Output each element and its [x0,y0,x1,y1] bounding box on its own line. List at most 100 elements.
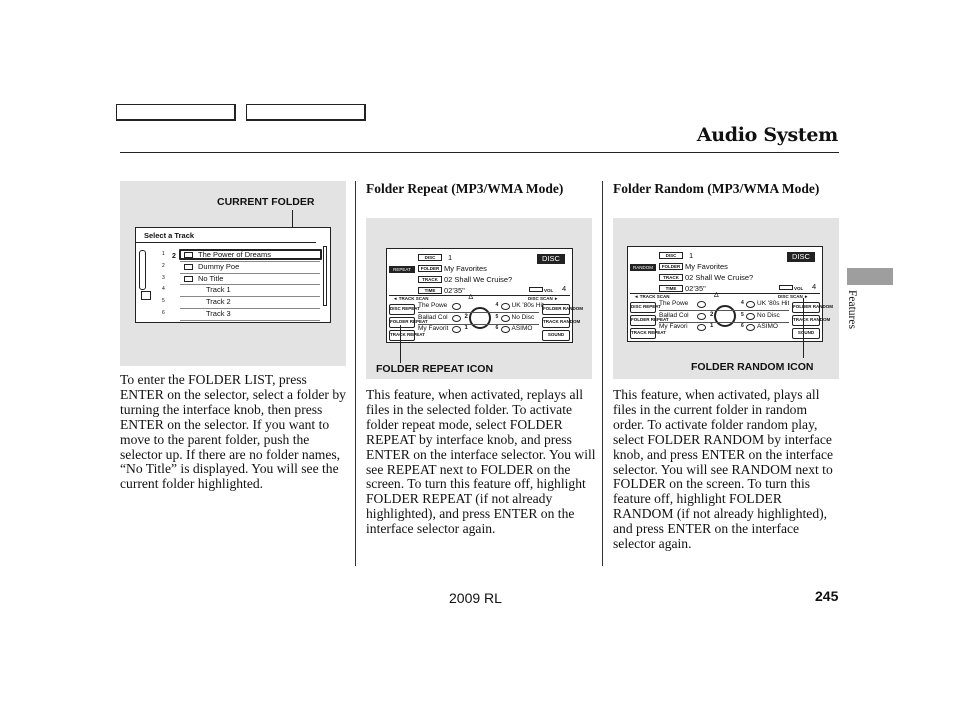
preset-number: 5 [741,311,744,318]
preset-circle [500,326,510,333]
track-row-number: 5 [162,298,165,305]
preset-circle [746,312,755,320]
track-row-label[interactable]: The Power of Dreams [198,250,271,259]
track-row-label[interactable]: Dummy Poe [198,261,240,271]
col2-heading: Folder Repeat (MP3/WMA Mode) [366,181,564,196]
delta-icon: △ [714,292,719,298]
preset-value[interactable]: No Disc [757,311,780,319]
row-divider [180,272,320,274]
preset-name[interactable]: The Powe [659,300,689,307]
preset-value[interactable]: UK '80s Hit [511,302,544,309]
scrollbar[interactable] [323,246,327,306]
page-title: Audio System [696,124,838,146]
right-function-button[interactable]: SOUND [542,330,570,341]
right-function-button[interactable]: TRACK RANDOM [792,315,830,326]
page-number: 245 [815,588,839,604]
track-row-label[interactable]: No Title [198,273,224,283]
folder-name: My Favorites [444,264,487,273]
track-scan: ◄ TRACK SCAN [393,296,429,301]
preset-name[interactable]: Ballad Col [659,311,689,319]
col3-heading: Folder Random (MP3/WMA Mode) [613,181,820,196]
nav-box-left[interactable] [116,104,236,121]
preset-name[interactable]: My Favorit [418,325,449,332]
right-function-button[interactable]: SOUND [792,328,820,339]
preset-circle [697,312,706,320]
delta-icon: △ [468,294,474,300]
track-row-label[interactable]: Track 1 [206,285,231,295]
highlight-row [179,249,322,260]
caption-pointer [803,298,804,358]
grid-line [659,322,789,323]
info-tag: TRACK [659,274,683,281]
track-scan: ◄ TRACK SCAN [634,294,670,299]
row-divider [180,319,320,321]
folder-up-icon [141,291,151,300]
divider [389,295,570,296]
track-row-number: 6 [162,310,165,316]
left-function-button[interactable]: TRACK REPEAT [630,328,666,339]
folder-icon [184,263,193,270]
preset-value[interactable]: ASIMO [511,325,533,332]
header-rule [120,152,839,153]
side-number: 2 [172,253,176,260]
row-divider [180,260,320,262]
left-function-button[interactable]: DISC REPEAT [389,304,420,315]
volume-number: 4 [812,282,817,291]
info-tag: FOLDER [418,265,442,272]
track-row-label[interactable]: Track 3 [206,309,231,318]
time-display: 02'35" [685,284,706,293]
preset-value[interactable]: ASIMO [757,323,778,330]
preset-circle [500,303,510,310]
info-tag: DISC [418,254,442,261]
preset-left-number: 1 [464,325,468,331]
folder-icon [184,275,193,282]
left-function-button[interactable]: TRACK REPEAT [389,330,425,341]
left-function-button[interactable]: FOLDER REPEAT [389,317,428,328]
preset-left-number: 2 [710,311,714,318]
preset-value[interactable]: No Disc [511,313,535,321]
grid-line [659,310,789,311]
volume-label: VOL [544,288,554,293]
left-function-button[interactable]: DISC REPEAT [630,302,661,313]
right-function-button[interactable]: FOLDER RANDOM [542,304,583,315]
col2-body: This feature, when activated, replays al… [366,387,596,537]
disc-scan: DISC SCAN ► [778,294,809,299]
preset-name[interactable]: The Powe [418,302,448,309]
track-row-number: 3 [162,274,165,281]
interface-knob[interactable] [468,307,491,329]
right-function-button[interactable]: FOLDER RANDOM [792,302,833,313]
section-label: Features [846,290,858,329]
preset-number: 6 [495,325,499,331]
info-tag: TIME [659,285,683,292]
screen-rule [136,242,316,243]
footer-model: 2009 RL [449,590,502,606]
preset-name[interactable]: Ballad Col [418,313,448,321]
volume-bar [779,285,793,290]
preset-circle [697,324,706,331]
row-divider [180,308,320,309]
disc-badge: DISC [787,252,815,262]
mode-label: RANDOM [630,264,656,271]
col1-body: To enter the FOLDER LIST, press ENTER on… [120,372,346,492]
nav-box-right[interactable] [246,104,366,121]
interface-knob[interactable] [714,305,736,327]
preset-number: 4 [495,302,499,308]
preset-number: 6 [741,323,744,329]
section-tab[interactable] [847,268,893,285]
track-row-label[interactable]: Track 2 [206,297,231,307]
left-function-button[interactable]: FOLDER REPEAT [630,315,669,326]
track-title: 02 Shall We Cruise? [685,273,754,282]
preset-left-number: 1 [710,323,714,329]
col3-body: This feature, when activated, plays all … [613,387,834,552]
preset-value[interactable]: UK '80s Hit [757,300,790,307]
preset-name[interactable]: My Favori [659,323,688,330]
figure-caption: CURRENT FOLDER [217,196,315,208]
disc-number: 1 [448,253,453,262]
preset-left-number: 2 [464,313,468,320]
right-function-button[interactable]: TRACK RANDOM [542,317,580,328]
volume-bar [529,287,543,292]
screen-title: Select a Track [144,231,195,240]
